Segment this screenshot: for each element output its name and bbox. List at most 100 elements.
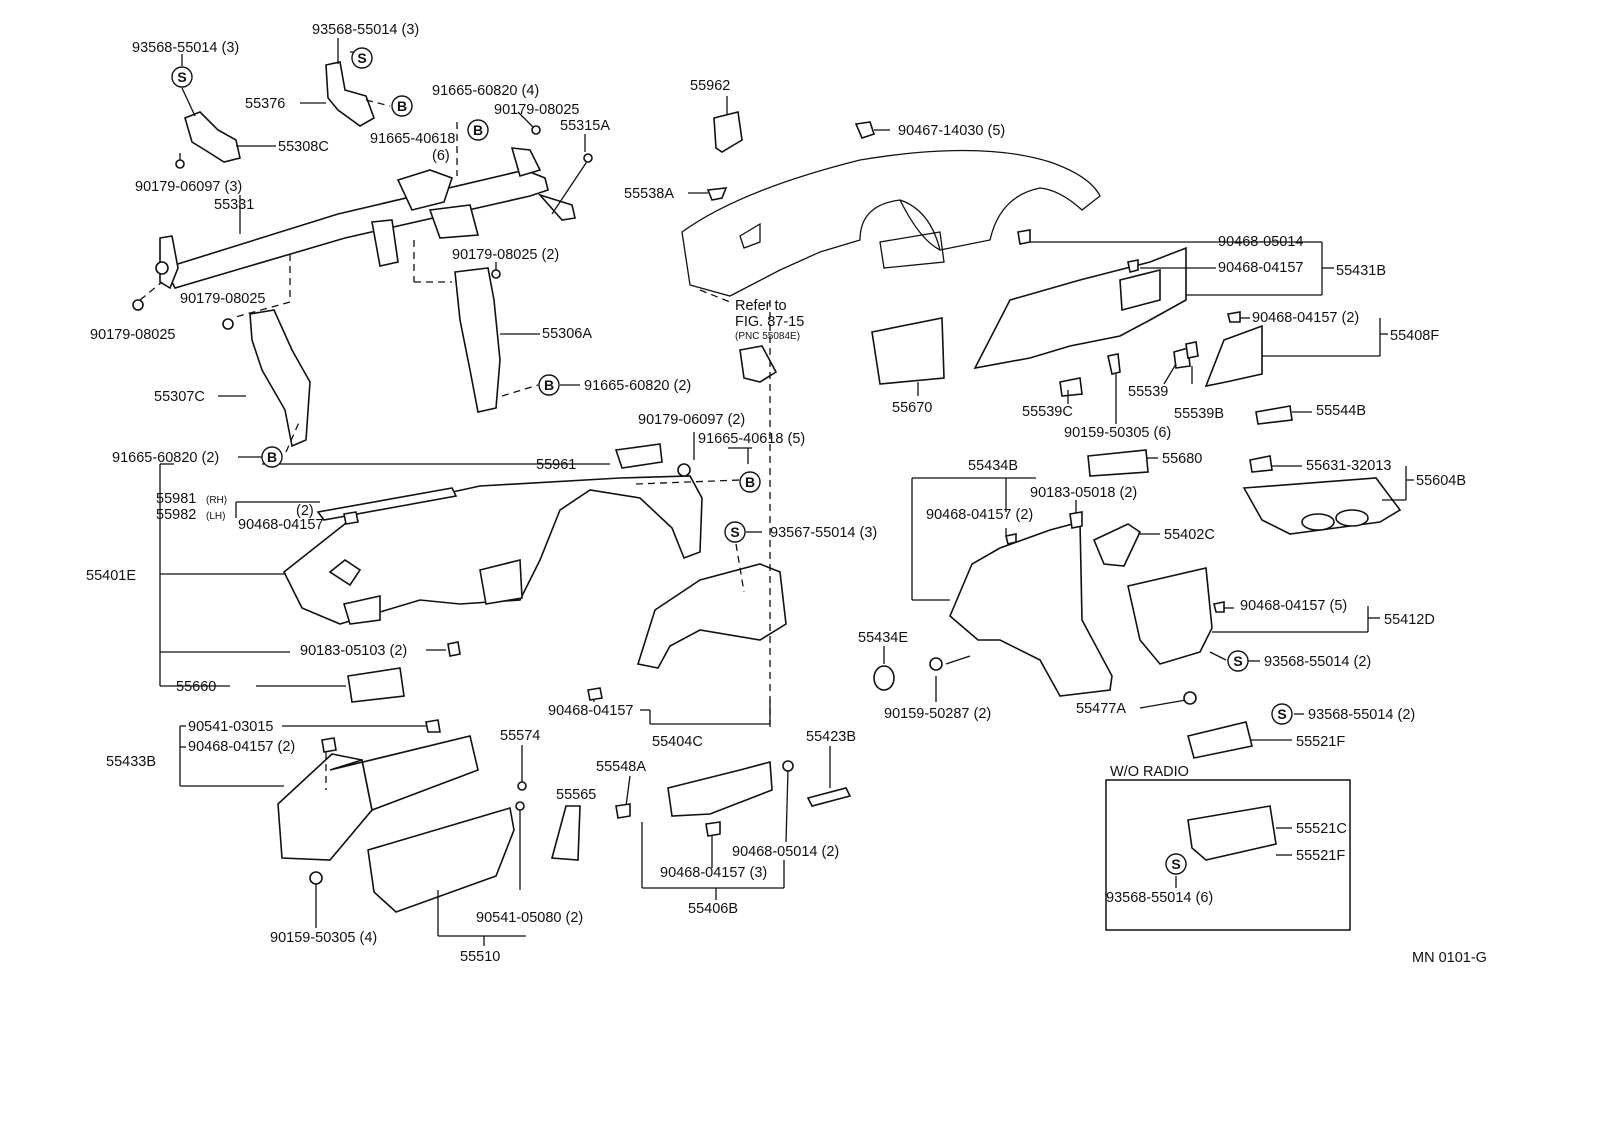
label-90179-08025b: 90179-08025 <box>180 291 265 307</box>
label-lh: (LH) <box>206 511 225 522</box>
label-55315a: 55315A <box>560 118 610 134</box>
vent-55408f <box>1204 324 1263 388</box>
cover-55539c <box>1059 377 1083 397</box>
label-90468-04157-3: 90468-04157 (3) <box>660 865 767 881</box>
label-55544b: 55544B <box>1316 403 1366 419</box>
label-90468-04157a: 90468-04157 <box>1218 260 1303 276</box>
vent-55660 <box>347 667 405 703</box>
svg-text:S: S <box>1277 706 1286 722</box>
label-55401e: 55401E <box>86 568 136 584</box>
label-55431b: 55431B <box>1336 263 1386 279</box>
label-55680: 55680 <box>1162 451 1202 467</box>
label-90541-05080-2: 90541-05080 (2) <box>476 910 583 926</box>
svg-text:S: S <box>357 50 366 66</box>
label-55331: 55331 <box>214 197 254 213</box>
label-55510: 55510 <box>460 949 500 965</box>
label-93568-55014-3a: 93568-55014 (3) <box>132 40 239 56</box>
callout-s-3: S <box>724 521 746 543</box>
callout-s-5: S <box>1271 703 1293 725</box>
label-55406b: 55406B <box>688 901 738 917</box>
label-55477a: 55477A <box>1076 701 1126 717</box>
ignition-cylinder <box>739 345 778 383</box>
finish-55406b <box>667 760 773 817</box>
label-55404c: 55404C <box>652 734 703 750</box>
label-55306a: 55306A <box>542 326 592 342</box>
label-93567-55014-3: 93567-55014 (3) <box>770 525 877 541</box>
label-55423b: 55423B <box>806 729 856 745</box>
label-90468-04157c: 90468-04157 <box>548 703 633 719</box>
label-55962-top: 55962 <box>690 78 730 94</box>
label-55434e: 55434E <box>858 630 908 646</box>
console-55434b <box>949 520 1113 697</box>
label-91665-40618-5: 91665-40618 (5) <box>698 431 805 447</box>
callout-s-2: S <box>351 47 373 69</box>
label-90468-04157b: 90468-04157 <box>238 517 323 533</box>
callout-b-4: B <box>261 446 283 468</box>
glove-box-55510 <box>367 806 515 913</box>
lower-panel-55431b <box>973 246 1187 370</box>
label-93568-55014-3b: 93568-55014 (3) <box>312 22 419 38</box>
diagram-code: MN 0101-G <box>1412 950 1487 966</box>
label-90468-05014-2: 90468-05014 (2) <box>732 844 839 860</box>
label-55521f-a: 55521F <box>1296 734 1345 750</box>
label-90468-04157-5: 90468-04157 (5) <box>1240 598 1347 614</box>
label-55408f: 55408F <box>1390 328 1439 344</box>
reinforcement-55331 <box>155 147 576 290</box>
bracket-55308c <box>184 111 241 163</box>
callout-s-4: S <box>1227 650 1249 672</box>
label-55660: 55660 <box>176 679 216 695</box>
fastener-marks <box>132 121 1273 885</box>
label-90468-04157-2c: 90468-04157 (2) <box>188 739 295 755</box>
label-qty-2: (2) <box>296 503 314 519</box>
label-91665-40618: 91665-40618 <box>370 131 455 147</box>
label-90159-50287-2: 90159-50287 (2) <box>884 706 991 722</box>
label-90179-08025c: 90179-08025 <box>90 327 175 343</box>
pocket-55521c <box>1187 805 1277 861</box>
label-90467-14030-5: 90467-14030 (5) <box>898 123 1005 139</box>
glove-door-55433b <box>277 735 479 861</box>
label-55670: 55670 <box>892 400 932 416</box>
label-90179-06097-3: 90179-06097 (3) <box>135 179 242 195</box>
label-90179-08025-2: 90179-08025 (2) <box>452 247 559 263</box>
tray-55604b <box>1242 477 1402 535</box>
dashboard-upper-55401e <box>282 475 703 625</box>
leader-lines <box>139 38 1414 946</box>
label-55412d: 55412D <box>1384 612 1435 628</box>
label-55376: 55376 <box>245 96 285 112</box>
part-labels: 93568-55014 (3) 93568-55014 (3) 55376 91… <box>86 22 1487 966</box>
label-55539b: 55539B <box>1174 406 1224 422</box>
switch-55538a <box>706 187 728 201</box>
label-55308c: 55308C <box>278 139 329 155</box>
callout-b-5: B <box>739 471 761 493</box>
svg-text:B: B <box>397 98 407 114</box>
callout-s-6: S <box>1165 853 1187 875</box>
label-55539: 55539 <box>1128 384 1168 400</box>
label-qty-6: (6) <box>432 148 450 164</box>
label-90541-03015: 90541-03015 <box>188 719 273 735</box>
switch-55544b <box>1255 405 1293 425</box>
svg-text:B: B <box>473 122 483 138</box>
label-pnc: (PNC 55084E) <box>735 331 800 342</box>
svg-text:S: S <box>1171 856 1180 872</box>
label-rh: (RH) <box>206 495 227 506</box>
label-90159-50305-4: 90159-50305 (4) <box>270 930 377 946</box>
label-55981: 55981 <box>156 491 196 507</box>
label-55548a: 55548A <box>596 759 646 775</box>
label-90183-05018-2: 90183-05018 (2) <box>1030 485 1137 501</box>
label-55631-32013: 55631-32013 <box>1306 458 1391 474</box>
vent-55962 <box>713 111 743 153</box>
cluster-finish-55404c <box>636 563 787 669</box>
label-refer-to: Refer to <box>735 298 787 314</box>
label-55961: 55961 <box>536 457 576 473</box>
label-55307c: 55307C <box>154 389 205 405</box>
svg-text:B: B <box>745 474 755 490</box>
callout-b-3: B <box>538 374 560 396</box>
label-90468-05014a: 90468-05014 <box>1218 234 1303 250</box>
label-55604b: 55604B <box>1416 473 1466 489</box>
label-55538a: 55538A <box>624 186 674 202</box>
label-90179-06097-2: 90179-06097 (2) <box>638 412 745 428</box>
label-91665-60820-2a: 91665-60820 (2) <box>584 378 691 394</box>
svg-text:B: B <box>544 377 554 393</box>
label-55433b: 55433B <box>106 754 156 770</box>
